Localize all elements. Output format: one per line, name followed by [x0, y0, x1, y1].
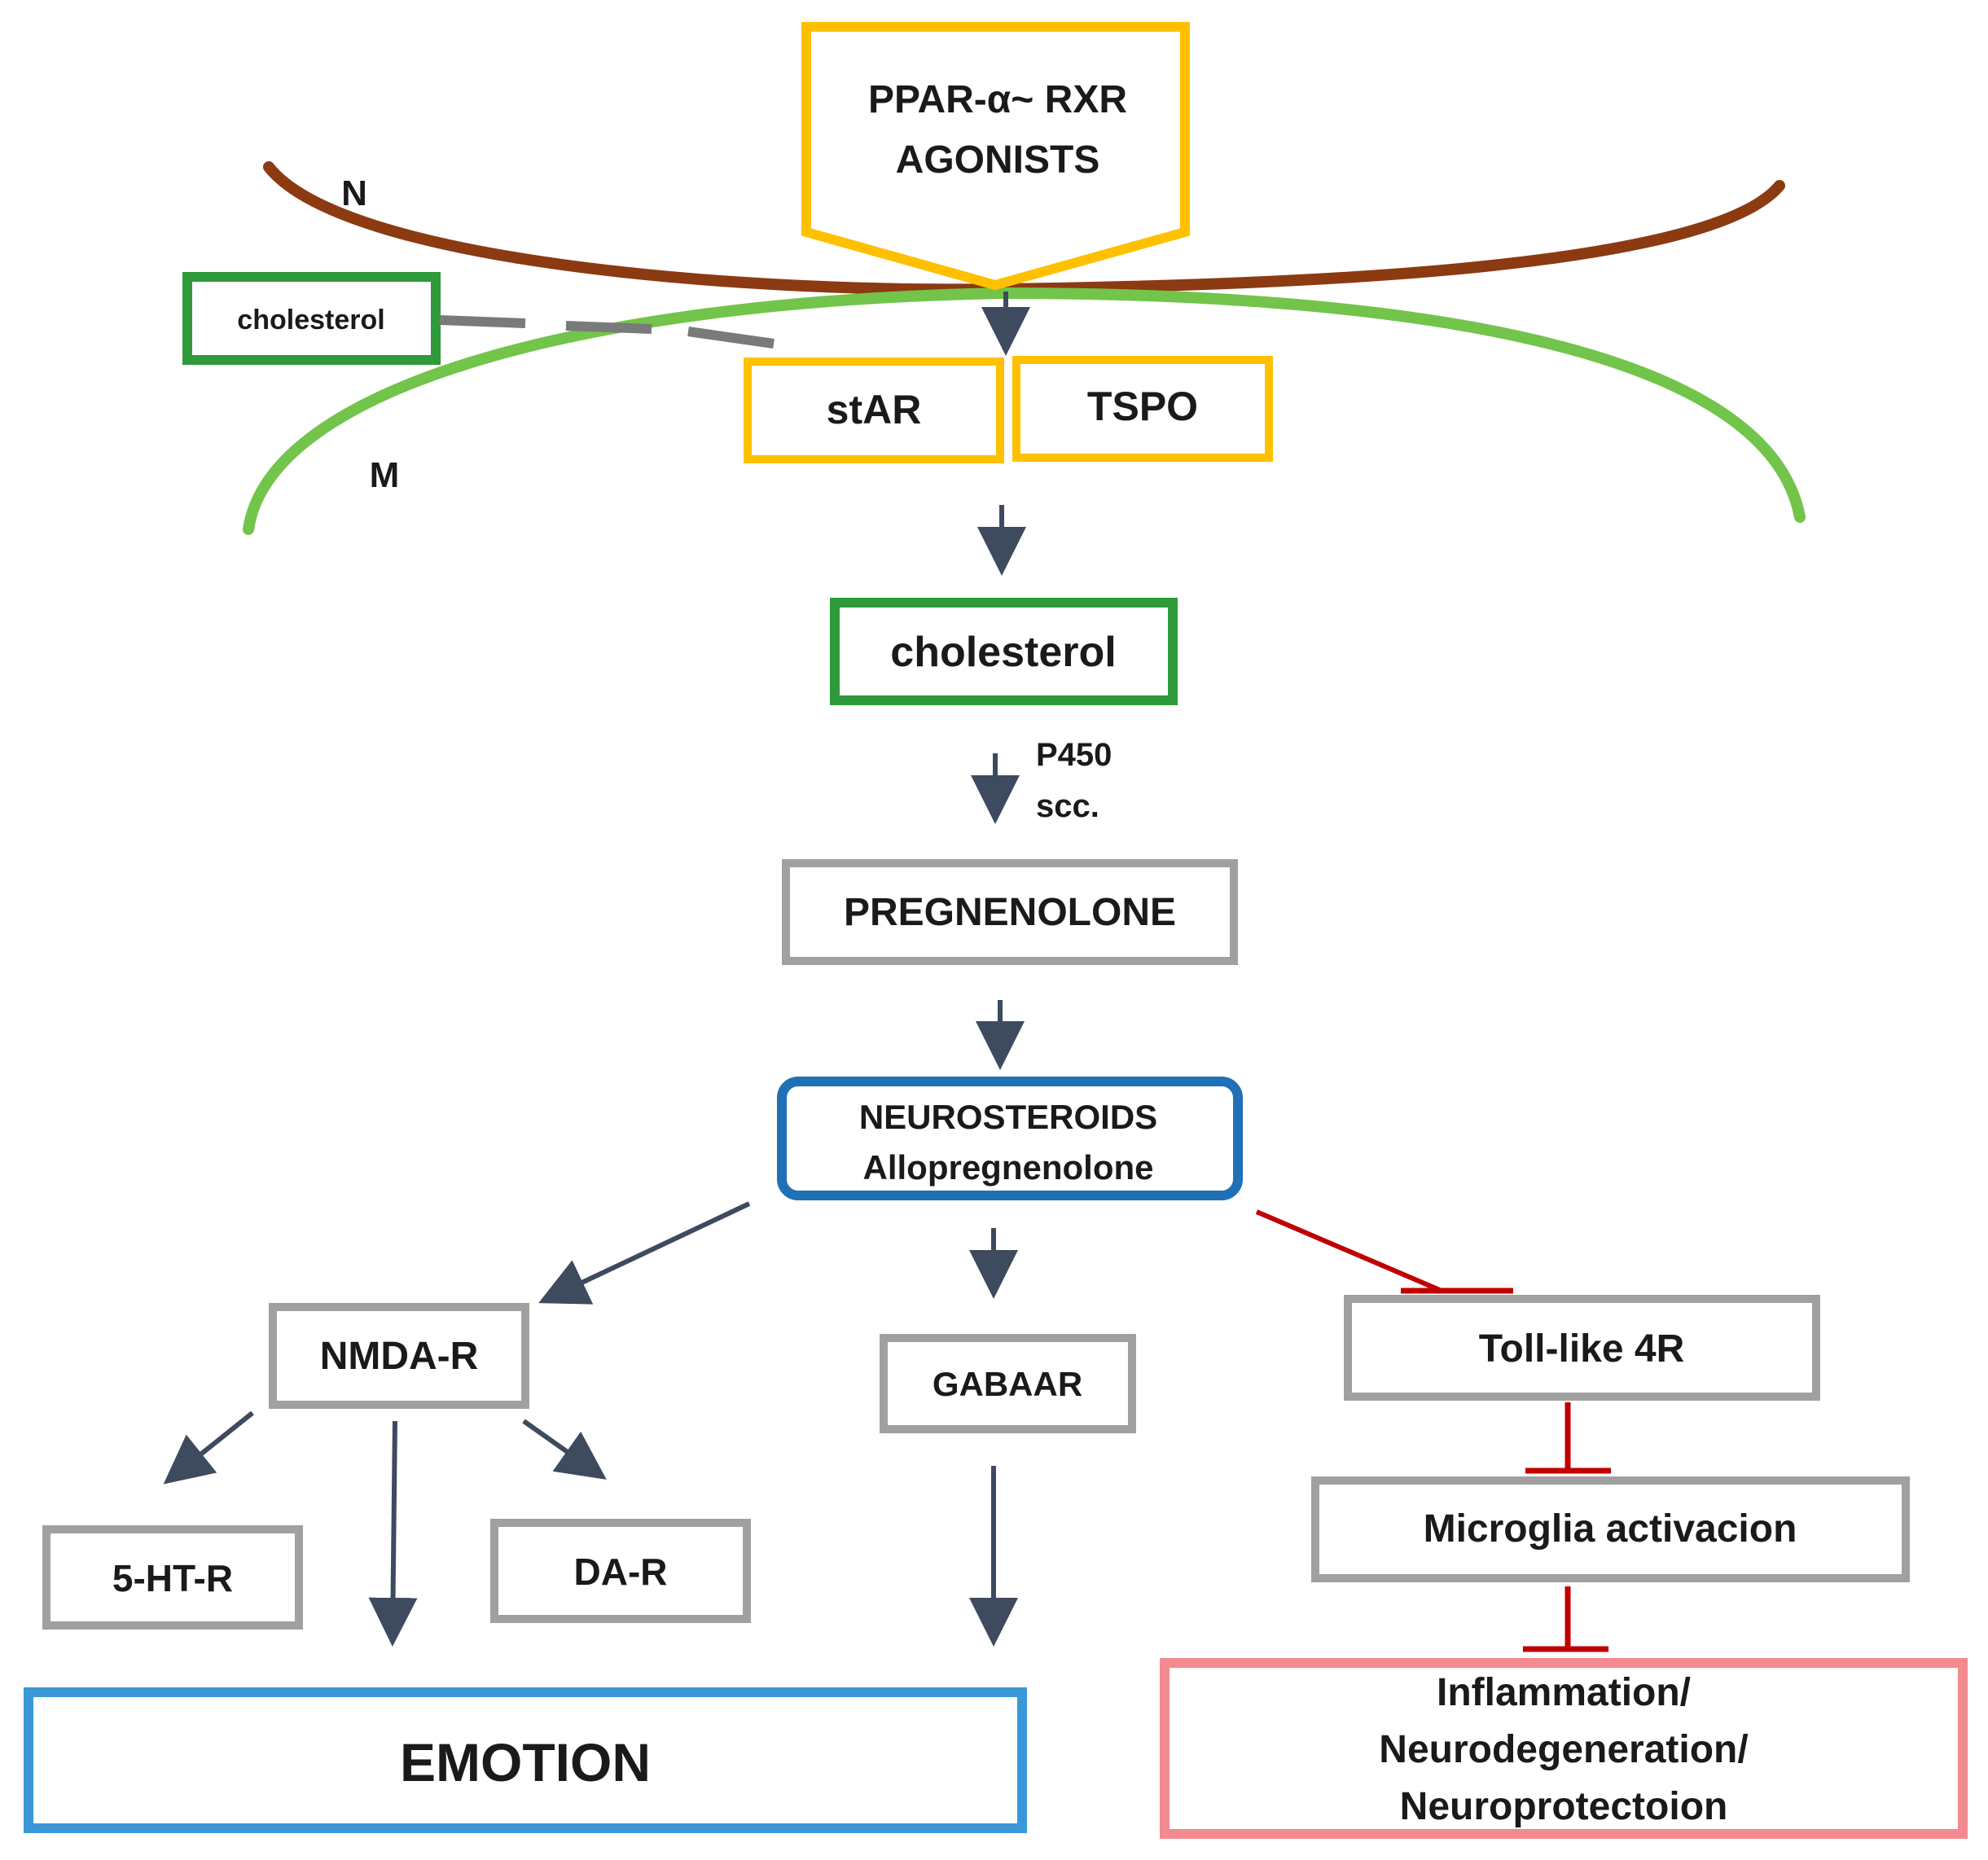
da-label: DA-R — [574, 1551, 668, 1593]
tspo-box — [1012, 356, 1273, 462]
star-box — [744, 358, 1004, 463]
tspo-label: TSPO — [1087, 384, 1198, 429]
cholesterol-main-box — [830, 598, 1178, 705]
mitochondria-label: M — [370, 455, 400, 495]
nmda-label: NMDA-R — [320, 1335, 479, 1378]
5ht-box — [42, 1525, 303, 1630]
agonist-label-line1: PPAR-α~ RXR — [868, 78, 1127, 121]
neurosteroids-label-line1: NEUROSTEROIDS — [859, 1098, 1157, 1136]
inflammation-label-line3: Neuroprotectoion — [1400, 1785, 1728, 1828]
emotion-box — [24, 1687, 1027, 1833]
toll-box — [1344, 1295, 1820, 1401]
agonist-label-line2: AGONISTS — [896, 138, 1100, 182]
pregnenolone-label: PREGNENOLONE — [844, 891, 1176, 934]
inhibit-neurosteroids-to-toll — [1255, 1209, 1443, 1293]
inflammation-box — [1160, 1658, 1968, 1839]
cholesterol-transport-dash — [687, 327, 775, 349]
emotion-label: EMOTION — [400, 1732, 651, 1792]
5ht-label: 5-HT-R — [112, 1557, 233, 1599]
cholesterol-main-label: cholesterol — [890, 629, 1116, 676]
arrow-nmda-to-5ht — [163, 1410, 254, 1485]
arrow-nmda-to-emotion — [368, 1420, 418, 1647]
cholesterol-transport-dash — [565, 321, 652, 334]
cholesterol-small-box — [182, 272, 441, 365]
arrow-neurosteroids-to-nmda — [538, 1201, 751, 1305]
inflammation-label-line2: Neurodegeneration/ — [1379, 1728, 1748, 1771]
microglia-box — [1311, 1476, 1910, 1582]
cholesterol-small-label: cholesterol — [237, 305, 384, 336]
gabaar-box — [880, 1334, 1136, 1433]
neurosteroids-box — [777, 1077, 1243, 1200]
arrow-nmda-to-da — [522, 1419, 607, 1480]
agonist-pentagon — [801, 22, 1190, 291]
p450-label-line2: scc. — [1036, 788, 1099, 824]
nucleus-label: N — [341, 173, 367, 213]
toll-label: Toll-like 4R — [1479, 1327, 1685, 1371]
inflammation-label-line1: Inflammation/ — [1437, 1671, 1691, 1714]
da-box — [490, 1519, 751, 1623]
microglia-label: Microglia activacion — [1424, 1507, 1797, 1551]
neurosteroids-label-line2: Allopregnenolone — [863, 1148, 1154, 1187]
p450-label-line1: P450 — [1036, 737, 1112, 773]
pregnenolone-box — [782, 859, 1238, 965]
gabaar-label: GABAAR — [933, 1365, 1082, 1403]
nmda-box — [269, 1303, 529, 1409]
cholesterol-transport-dash — [439, 315, 526, 328]
star-label: stAR — [827, 387, 922, 432]
